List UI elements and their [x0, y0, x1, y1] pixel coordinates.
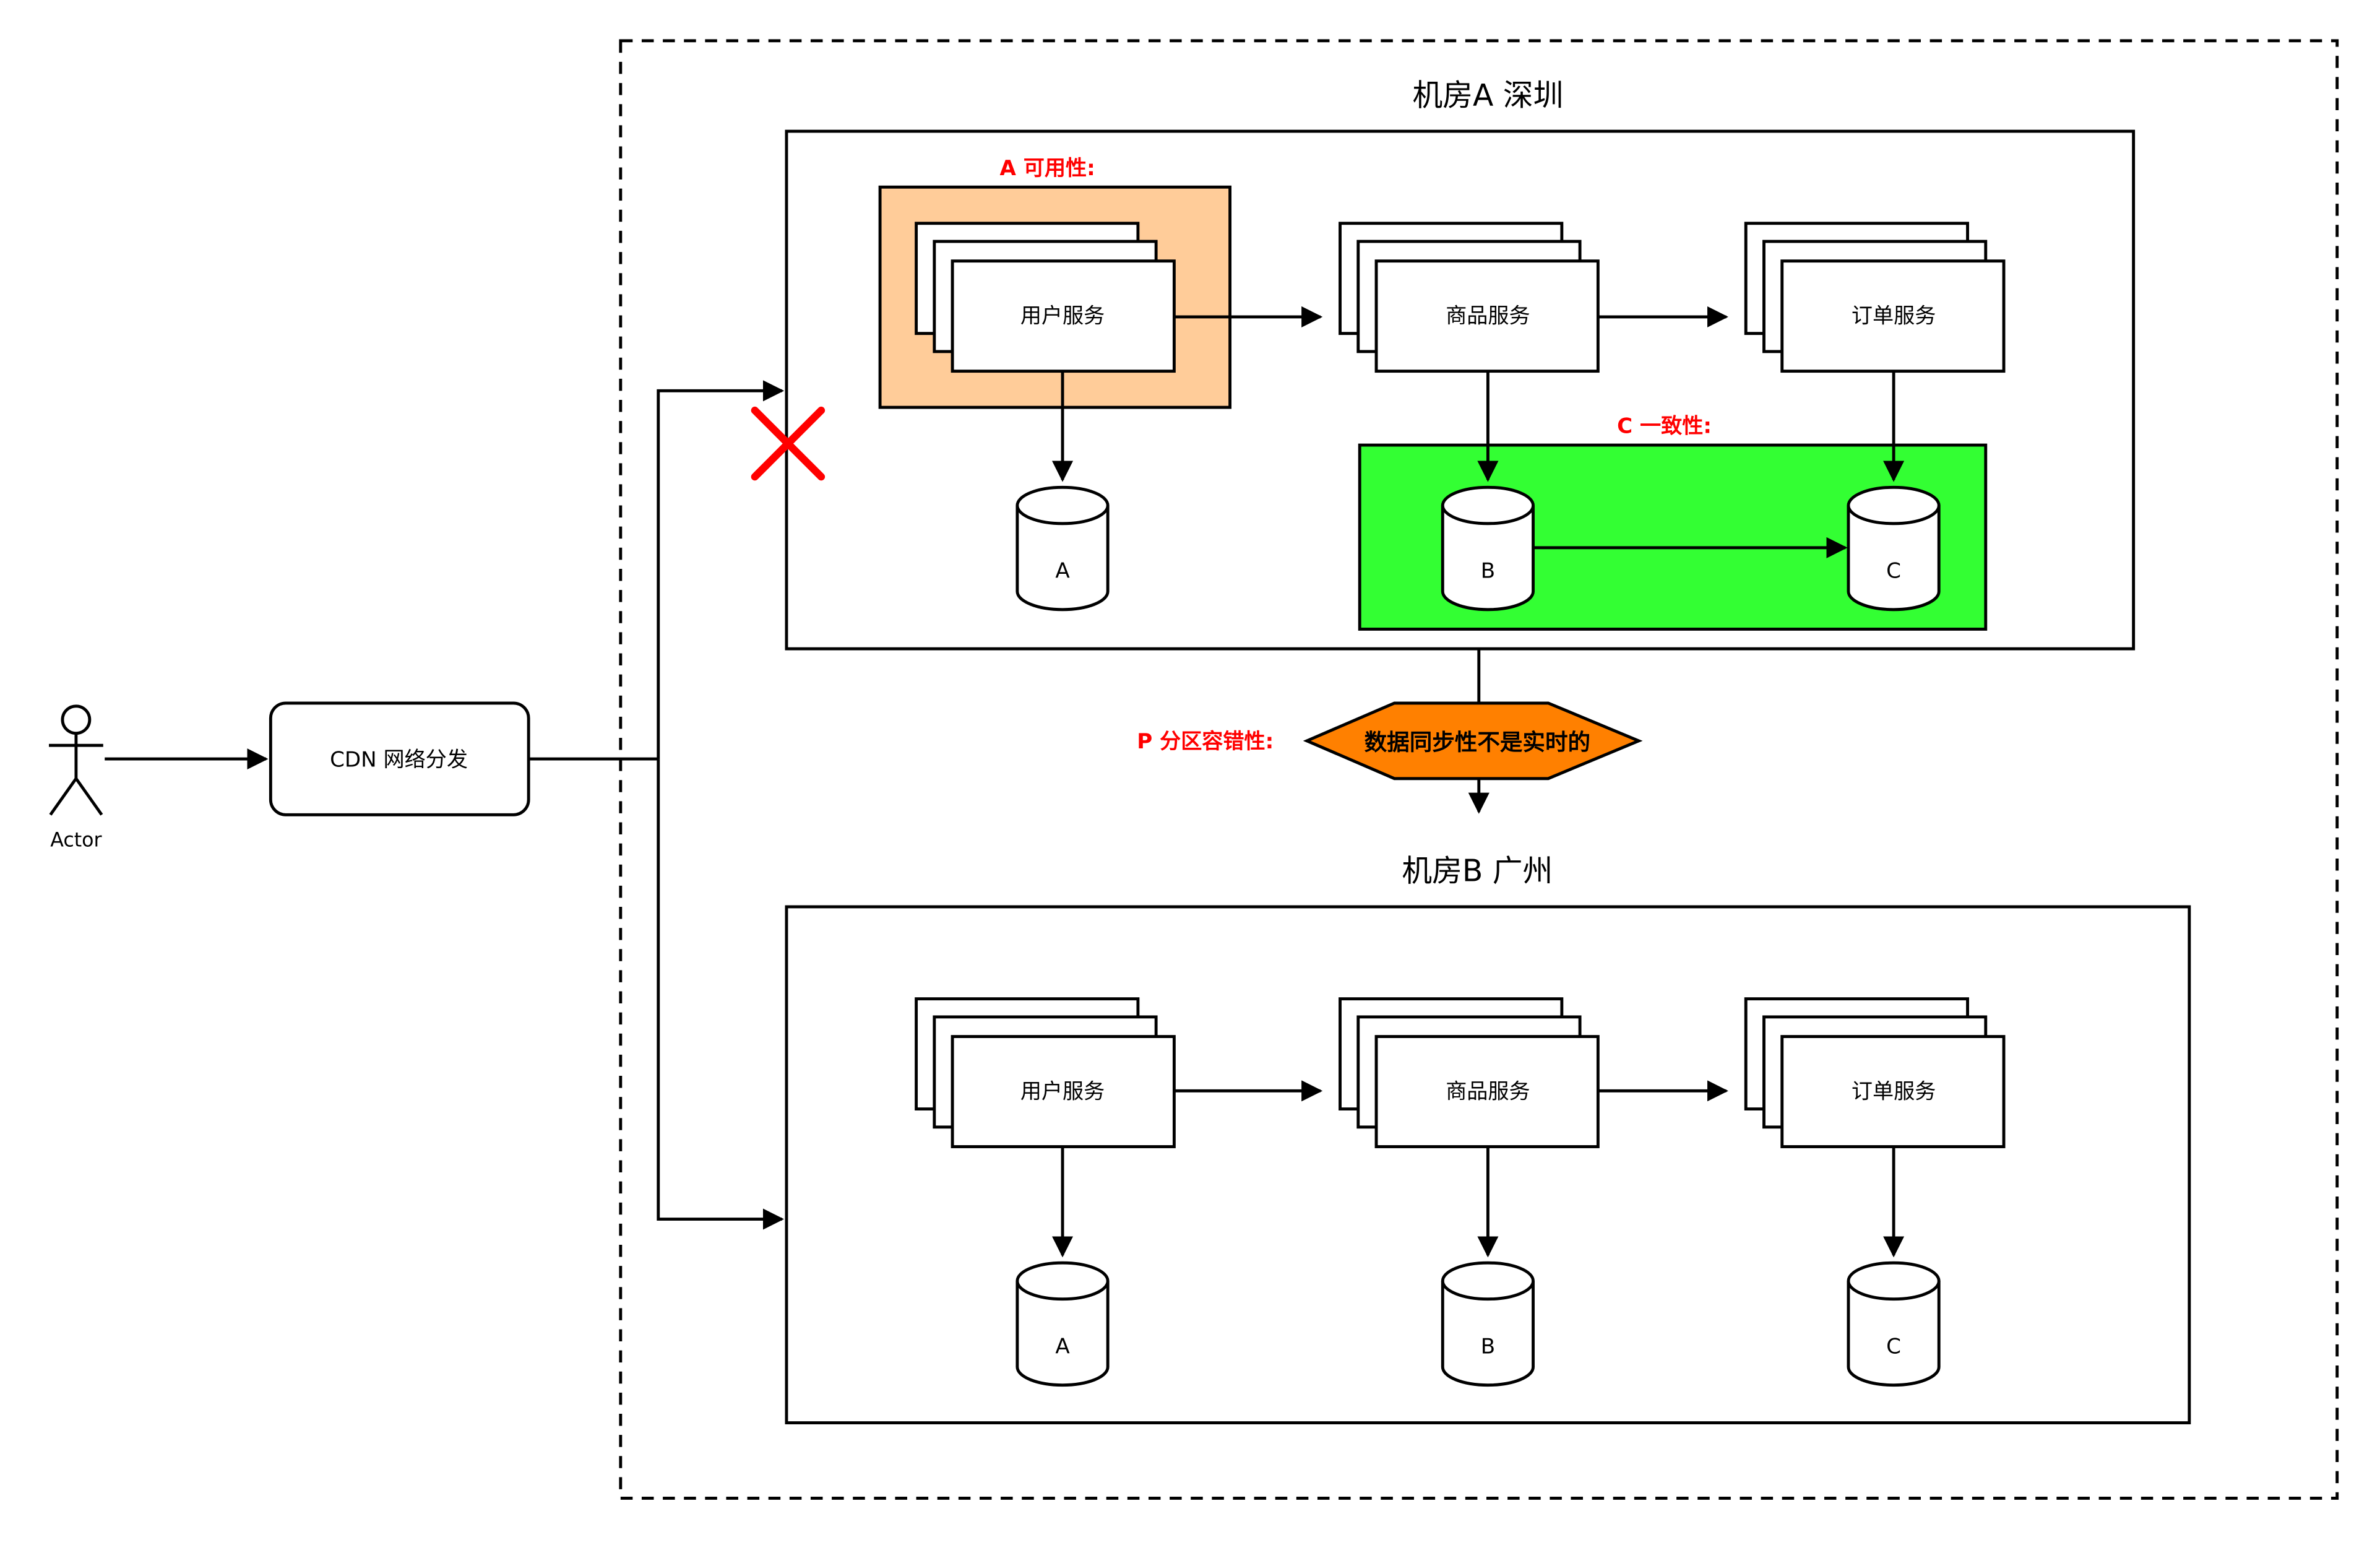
room-b-db-c-label: C	[1886, 1334, 1901, 1359]
room-b-db-c: C	[1847, 1261, 1941, 1387]
availability-label: A 可用性:	[1000, 156, 1095, 181]
room-a-user-service-label: 用户服务	[1020, 304, 1105, 329]
room-a-db-a-label: A	[1055, 559, 1070, 584]
room-a-db-c: C	[1847, 485, 1941, 612]
room-b-db-b: B	[1441, 1261, 1535, 1387]
room-a-order-service-label: 订单服务	[1852, 304, 1936, 329]
room-a-db-a: A	[1015, 485, 1110, 612]
room-b-user-service: 用户服务	[915, 997, 1176, 1148]
partition-note: 数据同步性不是实时的	[1365, 729, 1590, 755]
room-a-db-b-label: B	[1481, 559, 1495, 584]
partition-label: P 分区容错性:	[1137, 729, 1274, 754]
room-a-db-b: B	[1441, 485, 1535, 612]
room-a-product-service: 商品服务	[1339, 222, 1600, 373]
datacenter-boundary	[619, 39, 2339, 1500]
room-b-db-b-label: B	[1481, 1334, 1495, 1359]
room-a-user-service: 用户服务	[915, 222, 1176, 373]
cross-icon	[751, 406, 826, 481]
partition-hexagon	[1303, 701, 1643, 781]
room-a-product-service-label: 商品服务	[1446, 304, 1530, 329]
room-a-order-service: 订单服务	[1744, 222, 2006, 373]
room-b-product-service: 商品服务	[1339, 997, 1600, 1148]
room-a-title: 机房A 深圳	[1412, 79, 1563, 113]
cdn-to-room-a-arrow	[657, 380, 785, 760]
cdn-label: CDN 网络分发	[330, 747, 468, 772]
room-b-user-service-label: 用户服务	[1020, 1080, 1105, 1104]
actor-label: Actor	[50, 829, 102, 851]
room-b-product-service-label: 商品服务	[1446, 1080, 1530, 1104]
consistency-label: C 一致性:	[1617, 414, 1712, 439]
room-b-title: 机房B 广州	[1402, 854, 1553, 889]
room-b-order-service-label: 订单服务	[1852, 1080, 1936, 1104]
room-a-db-c-label: C	[1886, 559, 1901, 584]
room-b-db-a-label: A	[1055, 1334, 1070, 1359]
cdn-to-room-b-arrow	[657, 759, 785, 1230]
room-b-db-a: A	[1015, 1261, 1110, 1387]
actor-icon	[49, 704, 103, 816]
room-b-order-service: 订单服务	[1744, 997, 2006, 1148]
